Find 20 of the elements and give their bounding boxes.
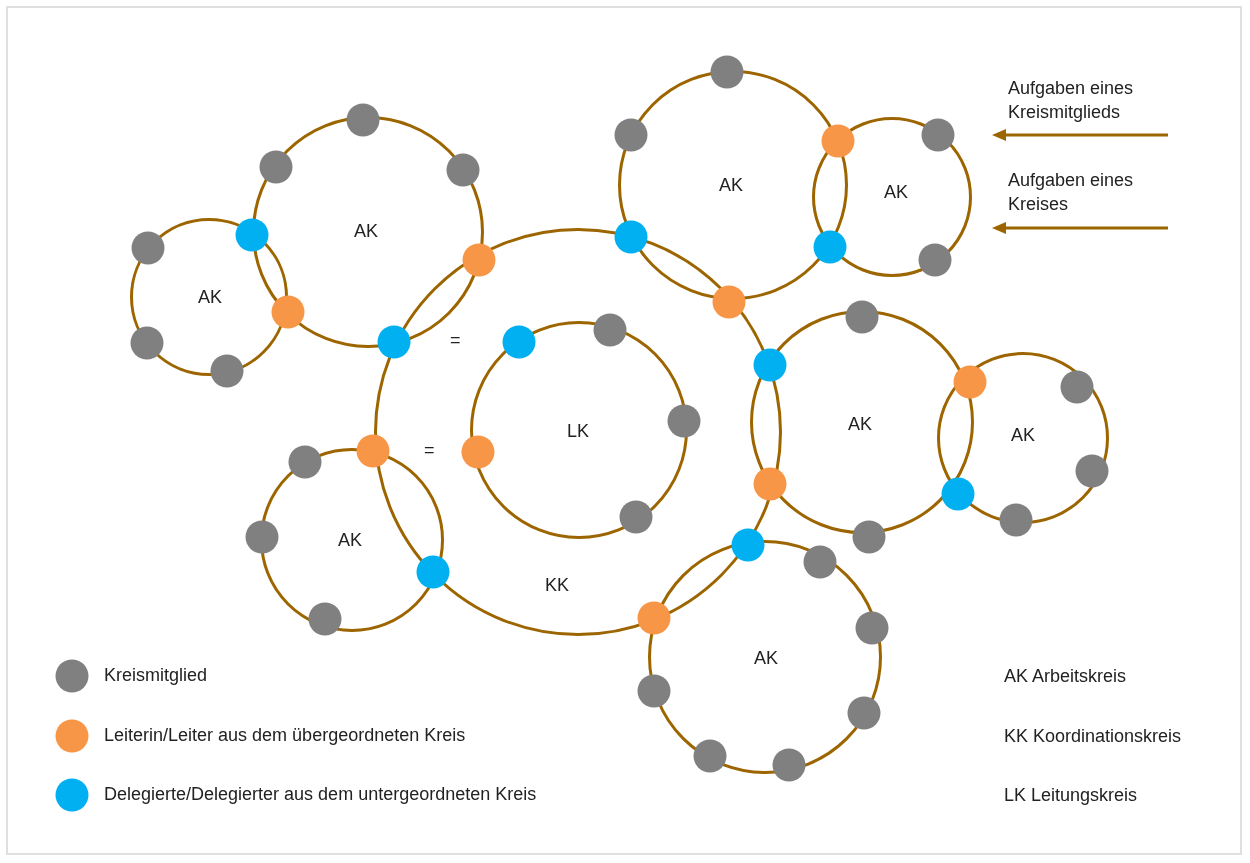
equals-sign: = [450, 330, 461, 351]
task-label: Aufgaben eines Kreises [1008, 169, 1135, 217]
circle-label: AK [198, 286, 222, 308]
legend-text: Delegierte/Delegierter aus dem untergeordneten Kreis [104, 784, 537, 805]
circle-label: AK [1011, 424, 1035, 446]
circle-label: AK [354, 220, 378, 242]
legend-text: Kreismitglied [104, 665, 208, 686]
circle-label: AK [754, 647, 778, 669]
circle-label: AK [848, 413, 872, 435]
task-label: Aufgaben eines Kreismitglieds [1008, 77, 1135, 125]
abbreviation-text: LK Leitungskreis [1004, 785, 1138, 806]
circle-label: LK [567, 420, 589, 442]
abbreviation-text: KK Koordinationskreis [1004, 726, 1182, 747]
equals-sign: = [424, 440, 435, 461]
circle-label: AK [338, 529, 362, 551]
legend-text: Leiterin/Leiter aus dem übergeordneten Kreis [104, 725, 466, 746]
abbreviation-text: AK Arbeitskreis [1004, 666, 1127, 687]
circle-label: AK [884, 181, 908, 203]
circle-label: KK [545, 574, 569, 596]
circle-label: AK [719, 174, 743, 196]
